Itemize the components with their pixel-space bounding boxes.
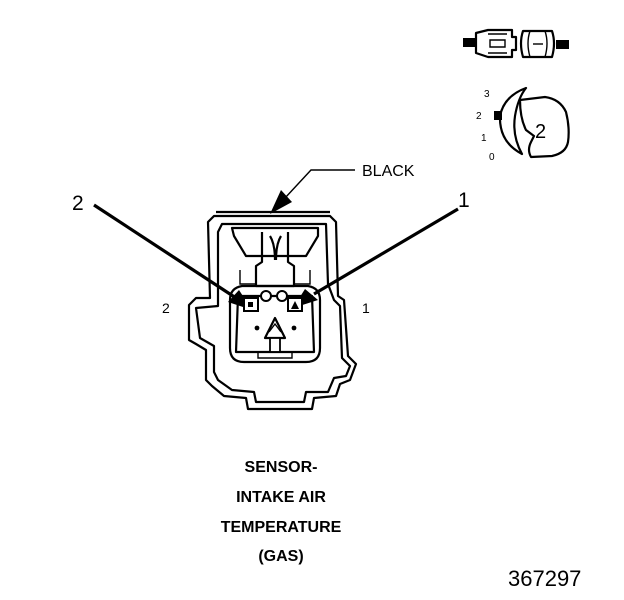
- callout-2-number: 2: [72, 192, 84, 215]
- figure-number: 367297: [508, 566, 581, 591]
- position-marker: [494, 111, 502, 120]
- position-0: 0: [489, 152, 495, 163]
- cavity-label-1: 1: [362, 300, 370, 316]
- wire-color-label: BLACK: [362, 163, 415, 180]
- cavity-label-2: 2: [162, 300, 170, 316]
- position-1: 1: [481, 133, 487, 144]
- wire-color-callout: BLACK: [270, 163, 415, 214]
- component-caption: SENSOR- INTAKE AIR TEMPERATURE (GAS): [221, 459, 342, 565]
- callout-1: 1: [293, 189, 470, 308]
- connector-face: [187, 210, 358, 411]
- position-2: 2: [476, 111, 482, 122]
- callout-1-number: 1: [458, 189, 470, 212]
- caption-line-3: TEMPERATURE: [221, 519, 342, 536]
- caption-line-2: INTAKE AIR: [236, 489, 326, 506]
- connector-side-view-inset: [463, 28, 569, 59]
- caption-line-4: (GAS): [258, 548, 303, 565]
- position-3: 3: [484, 89, 490, 100]
- callout-2: 2: [72, 192, 252, 310]
- position-selected: 2: [535, 121, 546, 143]
- position-indicator-inset: 3 2 1 0 2: [476, 86, 570, 163]
- caption-line-1: SENSOR-: [245, 459, 318, 476]
